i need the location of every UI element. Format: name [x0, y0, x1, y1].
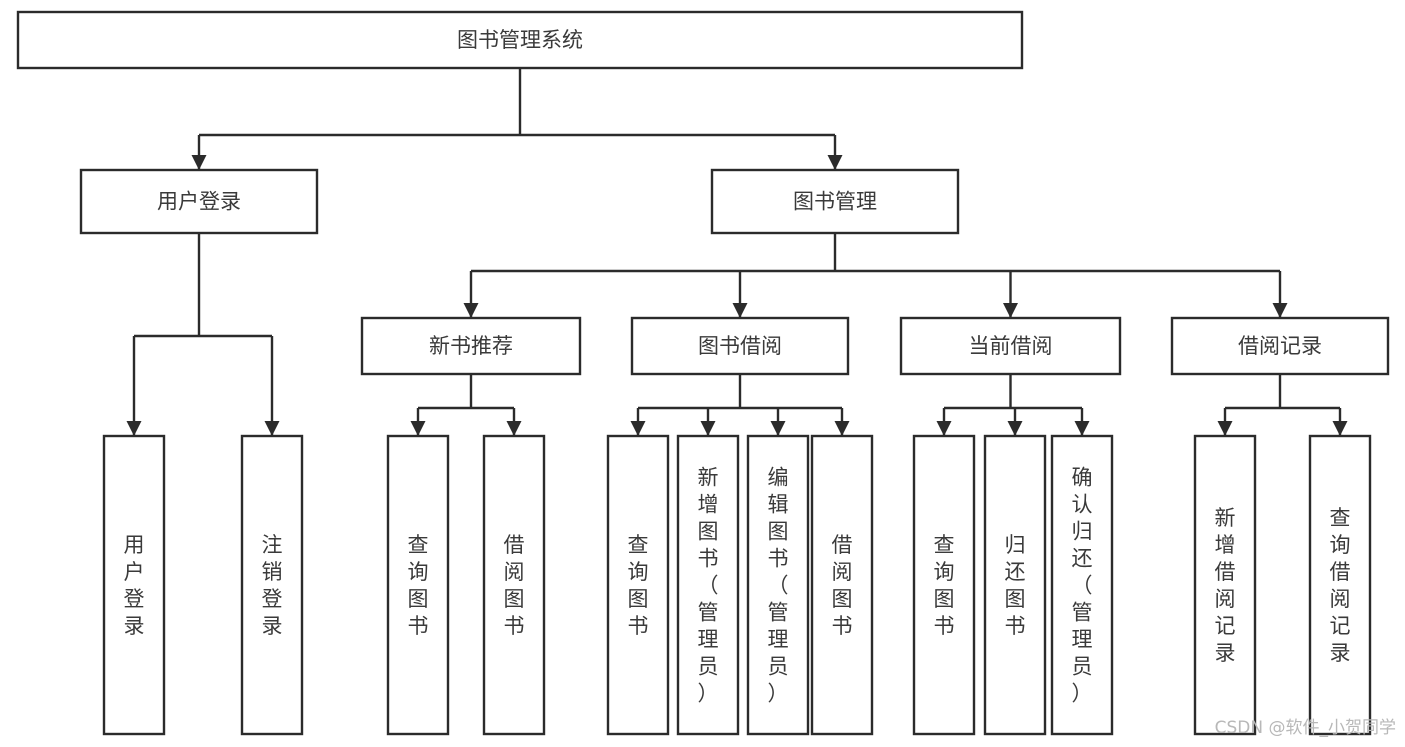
node-label-new-book-recommend: 新书推荐 — [429, 334, 513, 358]
conn-borrow-record-arrow-1 — [1332, 421, 1348, 436]
node-leaf-add-book[interactable]: 新增图书（管理员） — [676, 434, 740, 736]
node-label-current-borrow: 当前借阅 — [969, 334, 1053, 358]
node-label-book-borrow: 图书借阅 — [698, 334, 782, 358]
node-box-leaf-query-book-current[interactable] — [912, 434, 976, 736]
node-label-leaf-confirm-return: 确认归还（管理员） — [1072, 466, 1093, 706]
node-label-leaf-logout: 注销登录 — [262, 533, 283, 638]
conn-current-borrow-arrow-2 — [1074, 421, 1090, 436]
node-box-leaf-borrow-book-recommend[interactable] — [482, 434, 546, 736]
node-leaf-return-book[interactable]: 归还图书 — [983, 434, 1047, 736]
connectors-layer — [126, 68, 1348, 436]
node-box-leaf-query-book-recommend[interactable] — [386, 434, 450, 736]
node-book-borrow[interactable]: 图书借阅 — [630, 316, 850, 376]
node-box-leaf-borrow-book[interactable] — [810, 434, 874, 736]
node-box-leaf-user-login[interactable] — [102, 434, 166, 736]
conn-book-mgmt-arrow-3 — [1272, 303, 1288, 318]
node-label-leaf-return-book: 归还图书 — [1005, 533, 1026, 638]
node-box-root[interactable] — [16, 10, 1024, 70]
conn-root-arrow-0 — [191, 155, 207, 170]
node-box-book-management[interactable] — [710, 168, 960, 235]
conn-book-mgmt-arrow-0 — [463, 303, 479, 318]
node-leaf-query-book-current[interactable]: 查询图书 — [912, 434, 976, 736]
node-box-leaf-confirm-return[interactable] — [1050, 434, 1114, 736]
node-box-leaf-logout[interactable] — [240, 434, 304, 736]
node-label-leaf-add-borrow-record: 新增借阅记录 — [1215, 506, 1236, 665]
node-box-borrow-record[interactable] — [1170, 316, 1390, 376]
node-leaf-logout[interactable]: 注销登录 — [240, 434, 304, 736]
conn-current-borrow-arrow-1 — [1007, 421, 1023, 436]
node-label-leaf-query-book-borrow: 查询图书 — [628, 533, 649, 638]
node-label-leaf-borrow-book-recommend: 借阅图书 — [504, 533, 525, 638]
nodes-layer: 图书管理系统用户登录图书管理新书推荐图书借阅当前借阅借阅记录用户登录注销登录查询… — [16, 10, 1390, 736]
node-box-current-borrow[interactable] — [899, 316, 1122, 376]
node-label-user-login: 用户登录 — [157, 190, 241, 214]
node-leaf-edit-book[interactable]: 编辑图书（管理员） — [746, 434, 810, 736]
node-leaf-user-login[interactable]: 用户登录 — [102, 434, 166, 736]
node-current-borrow[interactable]: 当前借阅 — [899, 316, 1122, 376]
node-label-leaf-query-borrow-record: 查询借阅记录 — [1330, 506, 1351, 665]
conn-new-book-recommend-arrow-1 — [506, 421, 522, 436]
node-book-management[interactable]: 图书管理 — [710, 168, 960, 235]
node-label-leaf-borrow-book: 借阅图书 — [832, 533, 853, 638]
conn-current-borrow-arrow-0 — [936, 421, 952, 436]
conn-user-login-arrow-1 — [264, 421, 280, 436]
node-label-leaf-user-login: 用户登录 — [124, 533, 145, 638]
node-box-leaf-add-book[interactable] — [676, 434, 740, 736]
conn-book-borrow-arrow-3 — [834, 421, 850, 436]
conn-book-mgmt-arrow-1 — [732, 303, 748, 318]
node-label-leaf-query-book-recommend: 查询图书 — [408, 533, 429, 638]
node-box-leaf-edit-book[interactable] — [746, 434, 810, 736]
node-label-leaf-query-book-current: 查询图书 — [934, 533, 955, 638]
node-box-user-login[interactable] — [79, 168, 319, 235]
node-leaf-query-book-recommend[interactable]: 查询图书 — [386, 434, 450, 736]
node-leaf-query-borrow-record[interactable]: 查询借阅记录 — [1308, 434, 1372, 736]
node-leaf-query-book-borrow[interactable]: 查询图书 — [606, 434, 670, 736]
node-label-borrow-record: 借阅记录 — [1238, 334, 1322, 358]
conn-new-book-recommend-arrow-0 — [410, 421, 426, 436]
node-root[interactable]: 图书管理系统 — [16, 10, 1024, 70]
node-box-new-book-recommend[interactable] — [360, 316, 582, 376]
csdn-watermark: CSDN @软件_小贺同学 — [1215, 718, 1396, 738]
conn-book-mgmt-arrow-2 — [1003, 303, 1018, 318]
node-label-root: 图书管理系统 — [457, 28, 583, 52]
node-label-leaf-edit-book: 编辑图书（管理员） — [768, 466, 789, 706]
node-borrow-record[interactable]: 借阅记录 — [1170, 316, 1390, 376]
node-leaf-add-borrow-record[interactable]: 新增借阅记录 — [1193, 434, 1257, 736]
node-user-login[interactable]: 用户登录 — [79, 168, 319, 235]
node-box-leaf-query-borrow-record[interactable] — [1308, 434, 1372, 736]
conn-book-borrow-arrow-2 — [770, 421, 786, 436]
node-box-leaf-return-book[interactable] — [983, 434, 1047, 736]
node-leaf-borrow-book-recommend[interactable]: 借阅图书 — [482, 434, 546, 736]
node-label-leaf-add-book: 新增图书（管理员） — [698, 466, 719, 706]
conn-book-borrow-arrow-0 — [630, 421, 646, 436]
conn-book-borrow-arrow-1 — [700, 421, 716, 436]
node-new-book-recommend[interactable]: 新书推荐 — [360, 316, 582, 376]
node-box-leaf-add-borrow-record[interactable] — [1193, 434, 1257, 736]
node-box-book-borrow[interactable] — [630, 316, 850, 376]
node-box-leaf-query-book-borrow[interactable] — [606, 434, 670, 736]
conn-root-arrow-1 — [827, 155, 843, 170]
node-label-book-management: 图书管理 — [793, 190, 877, 214]
conn-borrow-record-arrow-0 — [1217, 421, 1233, 436]
conn-user-login-arrow-0 — [126, 421, 142, 436]
node-leaf-borrow-book[interactable]: 借阅图书 — [810, 434, 874, 736]
node-leaf-confirm-return[interactable]: 确认归还（管理员） — [1050, 434, 1114, 736]
